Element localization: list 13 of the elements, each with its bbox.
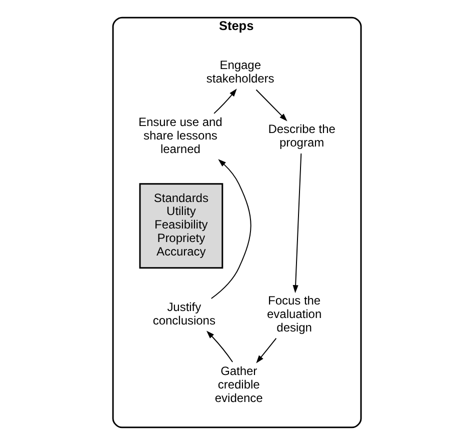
node-text: Ensure use and share lessons learned: [138, 115, 222, 156]
arrow: [256, 338, 277, 364]
node-text: Justify conclusions: [152, 300, 216, 328]
node-box: Standards Utility Feasibility Propriety Accuracy: [139, 183, 224, 269]
arrow: [292, 152, 302, 294]
arrow: [210, 159, 252, 300]
arrow: [256, 89, 288, 122]
arrow: [214, 88, 237, 114]
node-text: Focus the evaluation design: [267, 293, 322, 334]
node-text: Describe the program: [268, 122, 336, 150]
arrow: [206, 330, 234, 363]
node-text: Engage stakeholders: [206, 58, 274, 86]
node-text: Gather credible evidence: [214, 364, 263, 405]
